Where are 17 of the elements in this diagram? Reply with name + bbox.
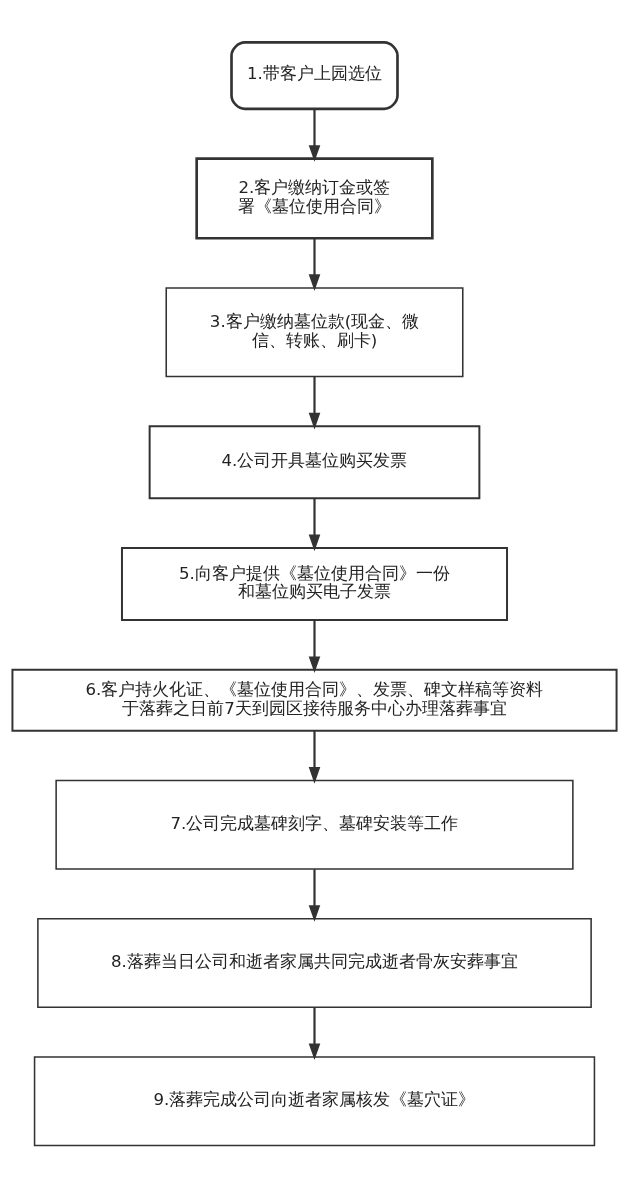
node-box: 9.落葬完成公司向逝者家属核发《墓穴证》	[33, 1055, 596, 1146]
node-box: 1.带客户上园选位	[230, 40, 399, 110]
arrow	[308, 868, 321, 922]
arrow	[308, 237, 321, 291]
arrow	[308, 376, 321, 429]
arrow	[308, 730, 321, 784]
node-box: 6.客户持火化证、《墓位使用合同》、发票、碑文样稿等资料于落葬之日前7天到园区接待服务中心办理落葬事宜	[11, 668, 618, 732]
node-box: 5.向客户提供《墓位使用合同》一份和墓位购买电子发票	[120, 546, 509, 621]
arrow	[308, 497, 321, 551]
node-box: 4.公司开具墓位购买发票	[148, 424, 481, 499]
node-box: 7.公司完成墓碑刻字、墓碑安装等工作	[55, 779, 574, 870]
node-box: 8.落葬当日公司和逝者家属共同完成逝者骨灰安葬事宜	[37, 917, 592, 1008]
arrow	[308, 619, 321, 673]
arrow	[308, 108, 321, 162]
node-box: 2.客户缴纳订金或签署《墓位使用合同》	[195, 156, 434, 240]
arrow	[308, 1007, 321, 1060]
node-box: 3.客户缴纳墓位款(现金、微信、转账、刷卡)	[165, 286, 464, 377]
